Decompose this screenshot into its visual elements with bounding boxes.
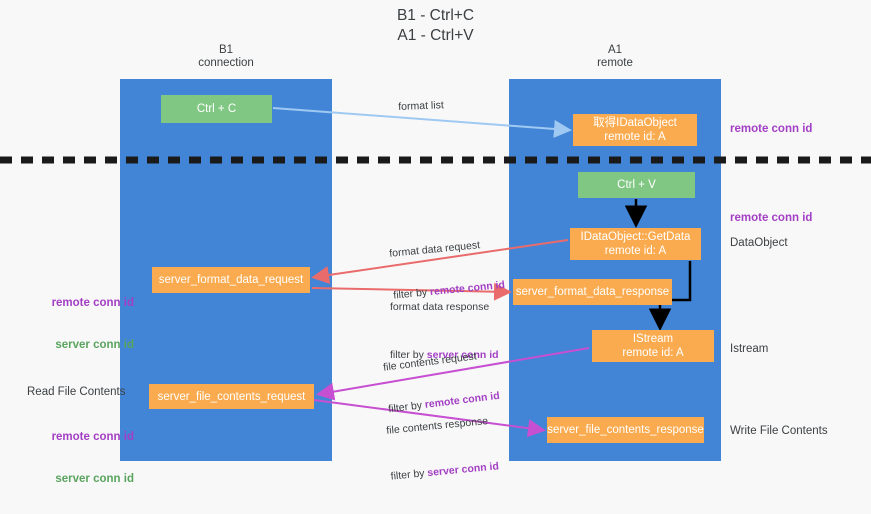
node-istream[interactable]: IStream remote id: A xyxy=(592,330,714,362)
arrow-label-file-contents-request-line1: file contents request xyxy=(382,350,478,374)
node-server-format-data-request[interactable]: server_format_data_request xyxy=(152,267,310,293)
label-remote-conn-id-mid: remote conn id xyxy=(730,212,813,224)
label-remote-conn-id-top: remote conn id xyxy=(730,123,813,135)
label-left-conn-ids-bottom: remote conn id server conn id xyxy=(20,402,134,514)
column-header-a1: A1 remote xyxy=(597,44,633,69)
arrow-label-file-contents-response-line1: file contents response xyxy=(385,415,489,437)
arrow-label-format-data-response-line2: filter by server conn id xyxy=(390,349,499,361)
label-server-conn-id-left-1: server conn id xyxy=(55,339,134,351)
node-ctrl-v[interactable]: Ctrl + V xyxy=(578,172,695,198)
node-server-file-contents-request[interactable]: server_file_contents_request xyxy=(149,384,314,409)
column-header-b1: B1 connection xyxy=(198,44,254,69)
label-dataobject: DataObject xyxy=(730,237,788,249)
label-left-conn-ids-top: remote conn id server conn id xyxy=(20,268,134,380)
node-ctrl-c[interactable]: Ctrl + C xyxy=(161,95,272,123)
arrow-label-format-data-response-line1: format data response xyxy=(390,301,490,313)
label-remote-conn-id-left-2: remote conn id xyxy=(51,431,134,443)
label-write-file-contents: Write File Contents xyxy=(730,425,828,437)
node-server-file-contents-response[interactable]: server_file_contents_response xyxy=(547,417,704,443)
page-title: B1 - Ctrl+C A1 - Ctrl+V xyxy=(396,7,475,44)
node-idataobject[interactable]: 取得IDataObject remote id: A xyxy=(573,114,697,146)
label-server-conn-id-left-2: server conn id xyxy=(55,473,134,485)
arrow-label-format-data-response: format data response filter by server co… xyxy=(390,272,499,390)
label-remote-conn-id-left-1: remote conn id xyxy=(51,297,134,309)
arrow-label-file-contents-response: file contents response filter by server … xyxy=(383,386,502,512)
arrow-label-format-data-request-line1: format data request xyxy=(388,239,481,260)
arrow-label-format-list: format list xyxy=(398,99,444,113)
node-idataobject-getdata[interactable]: IDataObject::GetData remote id: A xyxy=(570,228,701,260)
label-istream: Istream xyxy=(730,343,769,355)
label-read-file-contents: Read File Contents xyxy=(27,386,126,398)
node-server-format-data-response[interactable]: server_format_data_response xyxy=(513,279,672,305)
diagram-canvas: B1 - Ctrl+C A1 - Ctrl+V B1 connection A1… xyxy=(0,7,871,485)
arrow-label-file-contents-response-line2: filter by server conn id xyxy=(390,460,500,483)
